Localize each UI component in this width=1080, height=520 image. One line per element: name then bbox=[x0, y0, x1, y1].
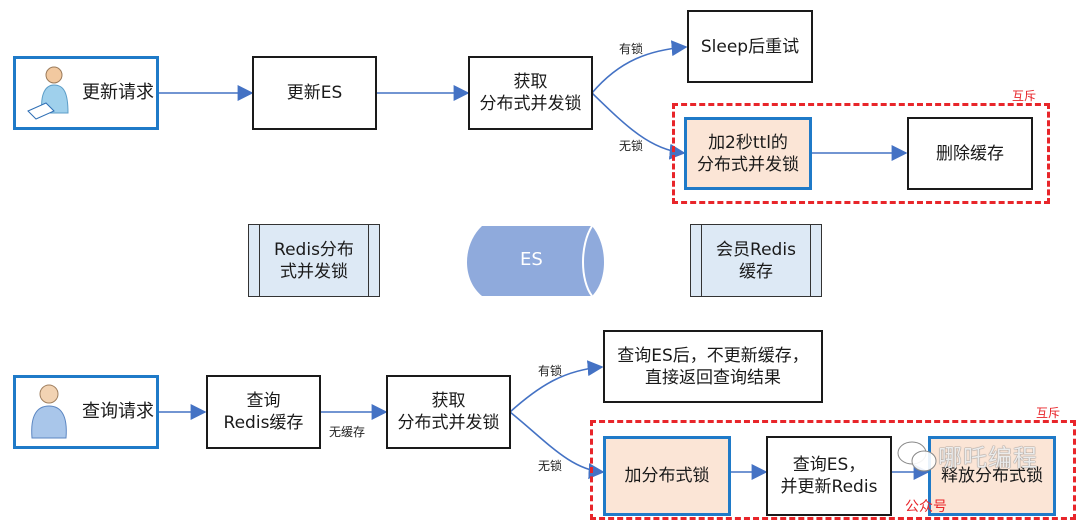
connectors bbox=[158, 40, 930, 480]
es-cylinder bbox=[467, 226, 604, 296]
mutex-region-top bbox=[672, 103, 1050, 204]
watermark-sub: 公众号 bbox=[905, 499, 947, 515]
no-cache-label: 无缓存 bbox=[329, 425, 366, 439]
no-lock-label-bottom: 无锁 bbox=[538, 459, 563, 473]
update-es-box: 更新ES bbox=[252, 56, 377, 130]
has-lock-label-bottom: 有锁 bbox=[538, 364, 563, 378]
sleep-retry-box: Sleep后重试 bbox=[687, 10, 813, 83]
add-ttl-lock-box: 加2秒ttl的 分布式并发锁 bbox=[684, 117, 812, 190]
person-icon bbox=[31, 384, 67, 439]
has-lock-label-top: 有锁 bbox=[619, 42, 644, 56]
delete-cache-box: 删除缓存 bbox=[907, 117, 1033, 190]
mutex-label-bottom: 互斥 bbox=[1036, 406, 1061, 420]
query-es-update-box: 查询ES， 并更新Redis bbox=[766, 436, 892, 516]
wechat-icon bbox=[897, 441, 937, 472]
add-lock-box: 加分布式锁 bbox=[603, 436, 731, 516]
es-label: ES bbox=[520, 249, 543, 270]
watermark-text: 哪吒编程 bbox=[938, 444, 1038, 472]
query-request-label: 查询请求 bbox=[82, 401, 154, 422]
query-request-actor: 查询请求 bbox=[13, 375, 159, 449]
redis-lock-store: Redis分布 式并发锁 bbox=[248, 224, 380, 297]
member-redis-cache-store: 会员Redis 缓存 bbox=[690, 224, 822, 297]
query-redis-box: 查询 Redis缓存 bbox=[206, 375, 321, 449]
acquire-lock-box-top: 获取 分布式并发锁 bbox=[468, 56, 593, 130]
acquire-lock-box-bottom: 获取 分布式并发锁 bbox=[386, 375, 511, 449]
update-request-actor: 更新请求 bbox=[13, 56, 159, 130]
mutex-label-top: 互斥 bbox=[1012, 89, 1037, 103]
arrow-has-lock-return bbox=[509, 360, 604, 413]
update-request-label: 更新请求 bbox=[82, 82, 154, 103]
query-es-return-box: 查询ES后，不更新缓存， 直接返回查询结果 bbox=[603, 330, 823, 403]
no-lock-label-top: 无锁 bbox=[619, 139, 644, 153]
arrow-has-lock-sleep bbox=[591, 40, 688, 94]
person-with-document-icon bbox=[27, 66, 69, 120]
